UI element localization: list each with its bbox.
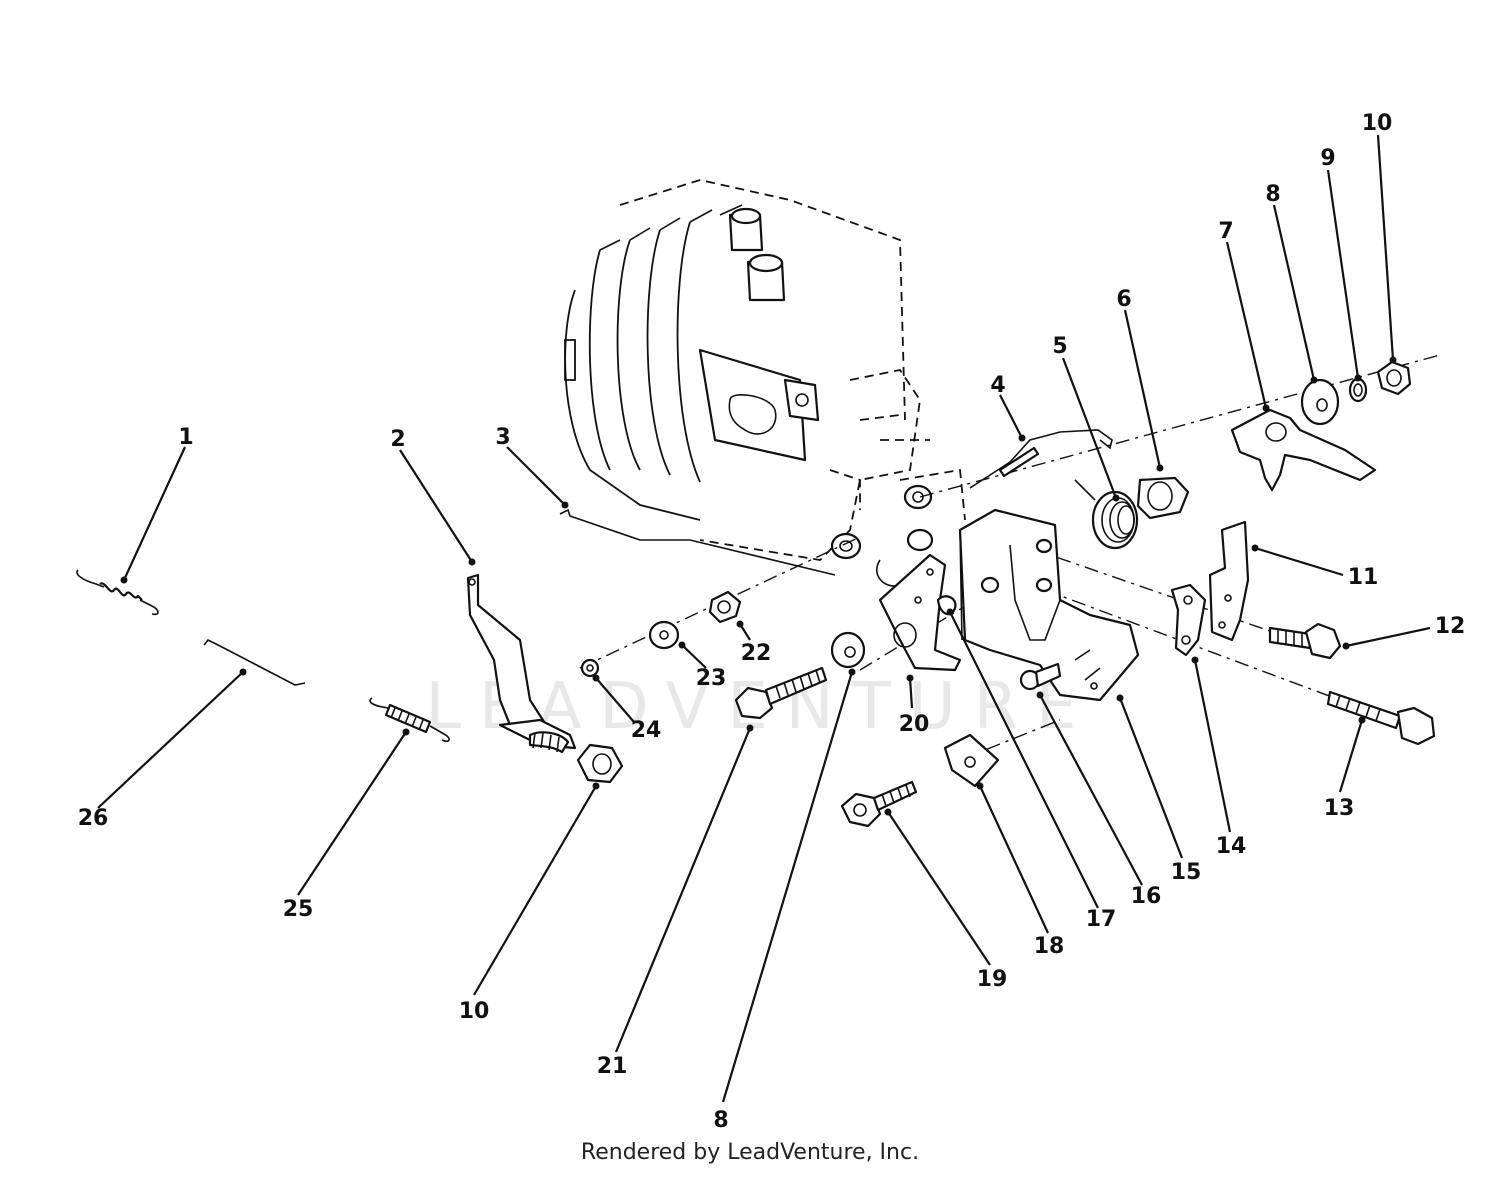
part-washer-upper bbox=[1300, 378, 1340, 426]
part-washer-lower bbox=[830, 631, 866, 669]
callout-19: 19 bbox=[977, 967, 1008, 992]
part-bolt-long bbox=[734, 666, 828, 720]
part-nut-lower bbox=[576, 743, 624, 784]
part-torsion-spring bbox=[1074, 479, 1139, 550]
callout-13: 13 bbox=[1324, 796, 1355, 821]
part-link-rod bbox=[559, 508, 836, 576]
callout-23: 23 bbox=[696, 666, 727, 691]
callout-15: 15 bbox=[1171, 860, 1202, 885]
callout-11: 11 bbox=[1348, 565, 1379, 590]
callout-4: 4 bbox=[990, 373, 1005, 398]
callout-2: 2 bbox=[390, 427, 405, 452]
part-control-bracket bbox=[958, 508, 1140, 702]
part-speed-nut bbox=[943, 733, 1000, 788]
callout-22: 22 bbox=[741, 641, 772, 666]
callout-10-upper: 10 bbox=[1362, 111, 1393, 136]
callout-24: 24 bbox=[631, 718, 662, 743]
callout-17: 17 bbox=[1086, 907, 1117, 932]
engine-block-outline bbox=[564, 179, 966, 587]
callout-18: 18 bbox=[1034, 934, 1065, 959]
part-cable-clamp bbox=[1170, 583, 1207, 657]
callout-14: 14 bbox=[1216, 834, 1247, 859]
part-bushing bbox=[708, 590, 742, 624]
part-bolt-short bbox=[1268, 622, 1342, 660]
part-lock-ring bbox=[1348, 377, 1368, 403]
part-control-lever bbox=[1230, 408, 1377, 492]
part-spring-small bbox=[76, 569, 159, 616]
callout-10-lower: 10 bbox=[459, 999, 490, 1024]
callout-3: 3 bbox=[495, 425, 510, 450]
part-cable-bracket bbox=[1208, 520, 1250, 642]
callout-12: 12 bbox=[1435, 614, 1466, 639]
callout-16: 16 bbox=[1131, 884, 1162, 909]
callout-7: 7 bbox=[1218, 219, 1233, 244]
callout-labels: 1 2 3 4 5 6 7 8 9 10 11 12 13 14 15 16 1… bbox=[78, 111, 1466, 1133]
part-washer-small bbox=[580, 658, 600, 678]
callout-9: 9 bbox=[1320, 146, 1335, 171]
part-pivot-pin bbox=[1019, 662, 1062, 691]
callout-21: 21 bbox=[597, 1054, 628, 1079]
callout-5: 5 bbox=[1052, 334, 1067, 359]
render-credit: Rendered by LeadVenture, Inc. bbox=[580, 1140, 920, 1165]
callout-26: 26 bbox=[78, 806, 109, 831]
part-washer-medium bbox=[648, 620, 680, 650]
part-choke-link bbox=[969, 429, 1113, 489]
part-governor-lever bbox=[466, 573, 577, 754]
callout-8-lower: 8 bbox=[713, 1108, 728, 1133]
part-bolt-medium bbox=[1326, 690, 1436, 746]
callout-1: 1 bbox=[178, 425, 193, 450]
leader-lines bbox=[97, 134, 1431, 1103]
callout-6: 6 bbox=[1116, 287, 1131, 312]
part-nut-upper bbox=[1376, 360, 1412, 396]
part-bolt-lower bbox=[840, 780, 918, 828]
callout-20: 20 bbox=[899, 712, 930, 737]
part-spring-large bbox=[369, 697, 450, 743]
callout-8-upper: 8 bbox=[1265, 182, 1280, 207]
part-governor-rod bbox=[203, 638, 306, 686]
callout-25: 25 bbox=[283, 897, 314, 922]
part-throttle-lever bbox=[878, 553, 962, 672]
part-spacer-bushing bbox=[1136, 476, 1190, 520]
